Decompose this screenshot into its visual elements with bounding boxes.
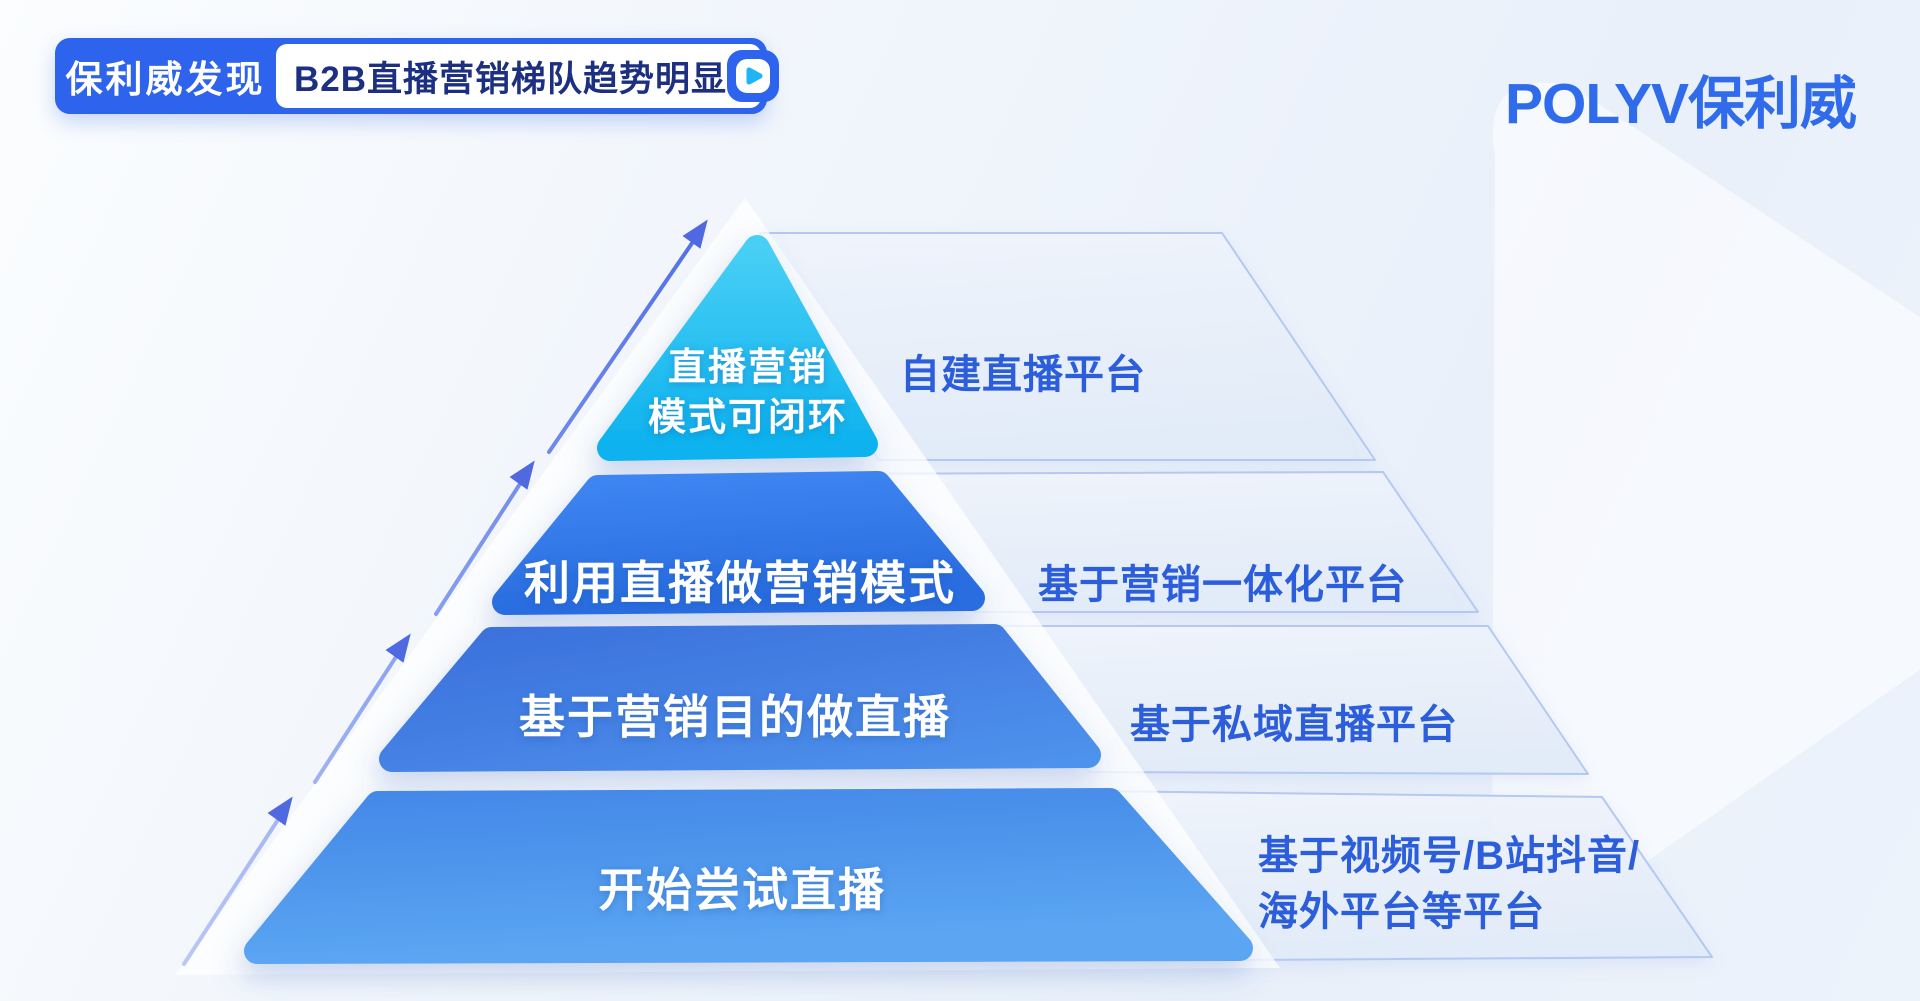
band-label-4: 基于视频号/B站抖音/ 海外平台等平台	[1258, 828, 1640, 940]
growth-arrow-2	[434, 460, 535, 616]
growth-arrow-1	[547, 219, 708, 454]
tier-label-1-line2: 模式可闭环	[647, 397, 848, 439]
play-icon	[727, 50, 780, 102]
tier-shape-3	[379, 624, 1101, 772]
headline-text: B2B直播营销梯队趋势明显	[294, 59, 728, 99]
band-label-1: 自建直播平台	[900, 353, 1146, 397]
polyv-logo: POLYV保利威	[1505, 72, 1857, 136]
tier-label-1-line1: 直播营销	[667, 347, 828, 389]
badge-label: 保利威发现	[65, 59, 266, 100]
growth-arrow-4	[182, 796, 293, 966]
tier-label-4: 开始尝试直播	[598, 864, 886, 916]
headline-box: B2B直播营销梯队趋势明显	[276, 44, 780, 108]
pyramid-tiers	[244, 235, 1253, 964]
title-banner: 保利威发现 B2B直播营销梯队趋势明显	[55, 38, 780, 114]
tier-label-2: 利用直播做营销模式	[524, 557, 956, 609]
tier-shape-2	[492, 471, 985, 615]
tier-label-3: 基于营销目的做直播	[519, 691, 951, 743]
tier-label-1: 直播营销 模式可闭环	[598, 343, 898, 443]
growth-arrows	[182, 219, 708, 966]
band-label-2: 基于营销一体化平台	[1038, 563, 1407, 607]
band-label-4-line1: 基于视频号/B站抖音/	[1258, 834, 1641, 878]
growth-arrow-3	[313, 633, 411, 784]
play-watermark-icon	[1492, 82, 1920, 909]
tier-shape-4	[244, 788, 1253, 964]
band-label-3: 基于私域直播平台	[1130, 703, 1458, 747]
band-label-4-line2: 海外平台等平台	[1258, 890, 1545, 934]
tier-shape-1	[597, 235, 878, 461]
